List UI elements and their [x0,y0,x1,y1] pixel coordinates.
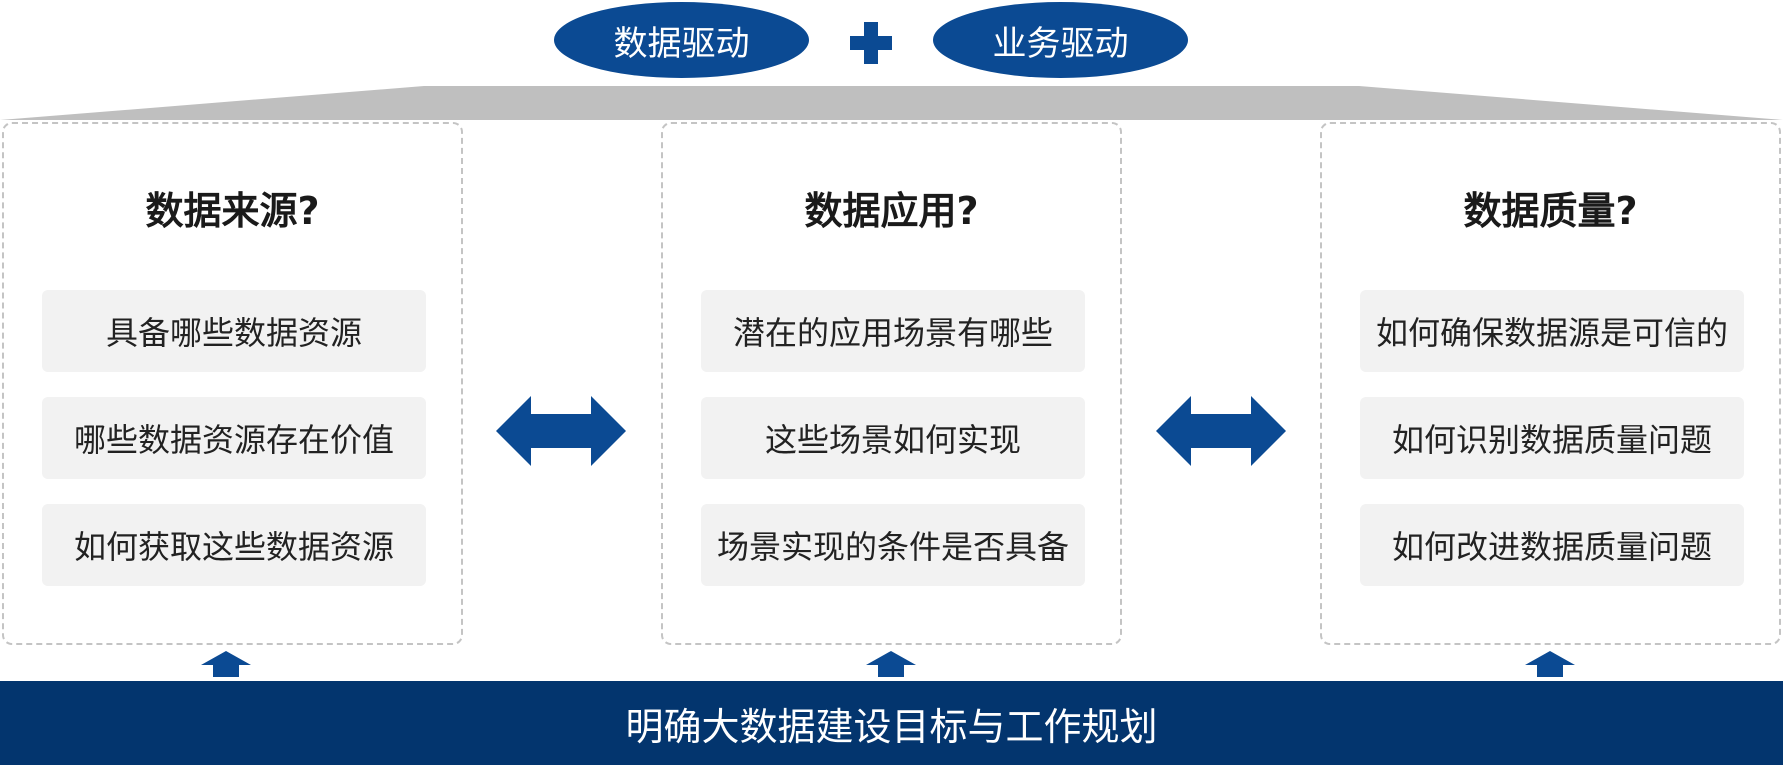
list-item: 如何确保数据源是可信的 [1360,290,1744,372]
panel-data-source: 数据来源? 具备哪些数据资源 哪些数据资源存在价值 如何获取这些数据资源 [2,122,463,645]
list-item: 场景实现的条件是否具备 [701,504,1085,586]
panel-data-application: 数据应用? 潜在的应用场景有哪些 这些场景如何实现 场景实现的条件是否具备 [661,122,1122,645]
double-arrow-icon [496,396,626,466]
list-item: 如何改进数据质量问题 [1360,504,1744,586]
panel-title: 数据质量? [1463,189,1638,233]
list-item: 这些场景如何实现 [701,397,1085,479]
roof-shape [0,86,1783,120]
business-driven-ellipse: 业务驱动 [933,2,1188,78]
goal-bar: 明确大数据建设目标与工作规划 [0,681,1783,765]
list-item: 如何识别数据质量问题 [1360,397,1744,479]
business-driven-label: 业务驱动 [992,23,1129,64]
up-arrow-icon [201,651,251,677]
double-arrow-icon [1156,396,1286,466]
list-item: 哪些数据资源存在价值 [42,397,426,479]
goal-bar-label: 明确大数据建设目标与工作规划 [625,704,1158,749]
list-item: 如何获取这些数据资源 [42,504,426,586]
data-driven-label: 数据驱动 [613,23,750,64]
panel-data-quality: 数据质量? 如何确保数据源是可信的 如何识别数据质量问题 如何改进数据质量问题 [1320,122,1781,645]
panel-title: 数据来源? [145,189,320,233]
up-arrow-icon [1525,651,1575,677]
panel-title: 数据应用? [804,189,979,233]
list-item: 潜在的应用场景有哪些 [701,290,1085,372]
list-item: 具备哪些数据资源 [42,290,426,372]
up-arrow-icon [866,651,916,677]
data-driven-ellipse: 数据驱动 [554,2,809,78]
